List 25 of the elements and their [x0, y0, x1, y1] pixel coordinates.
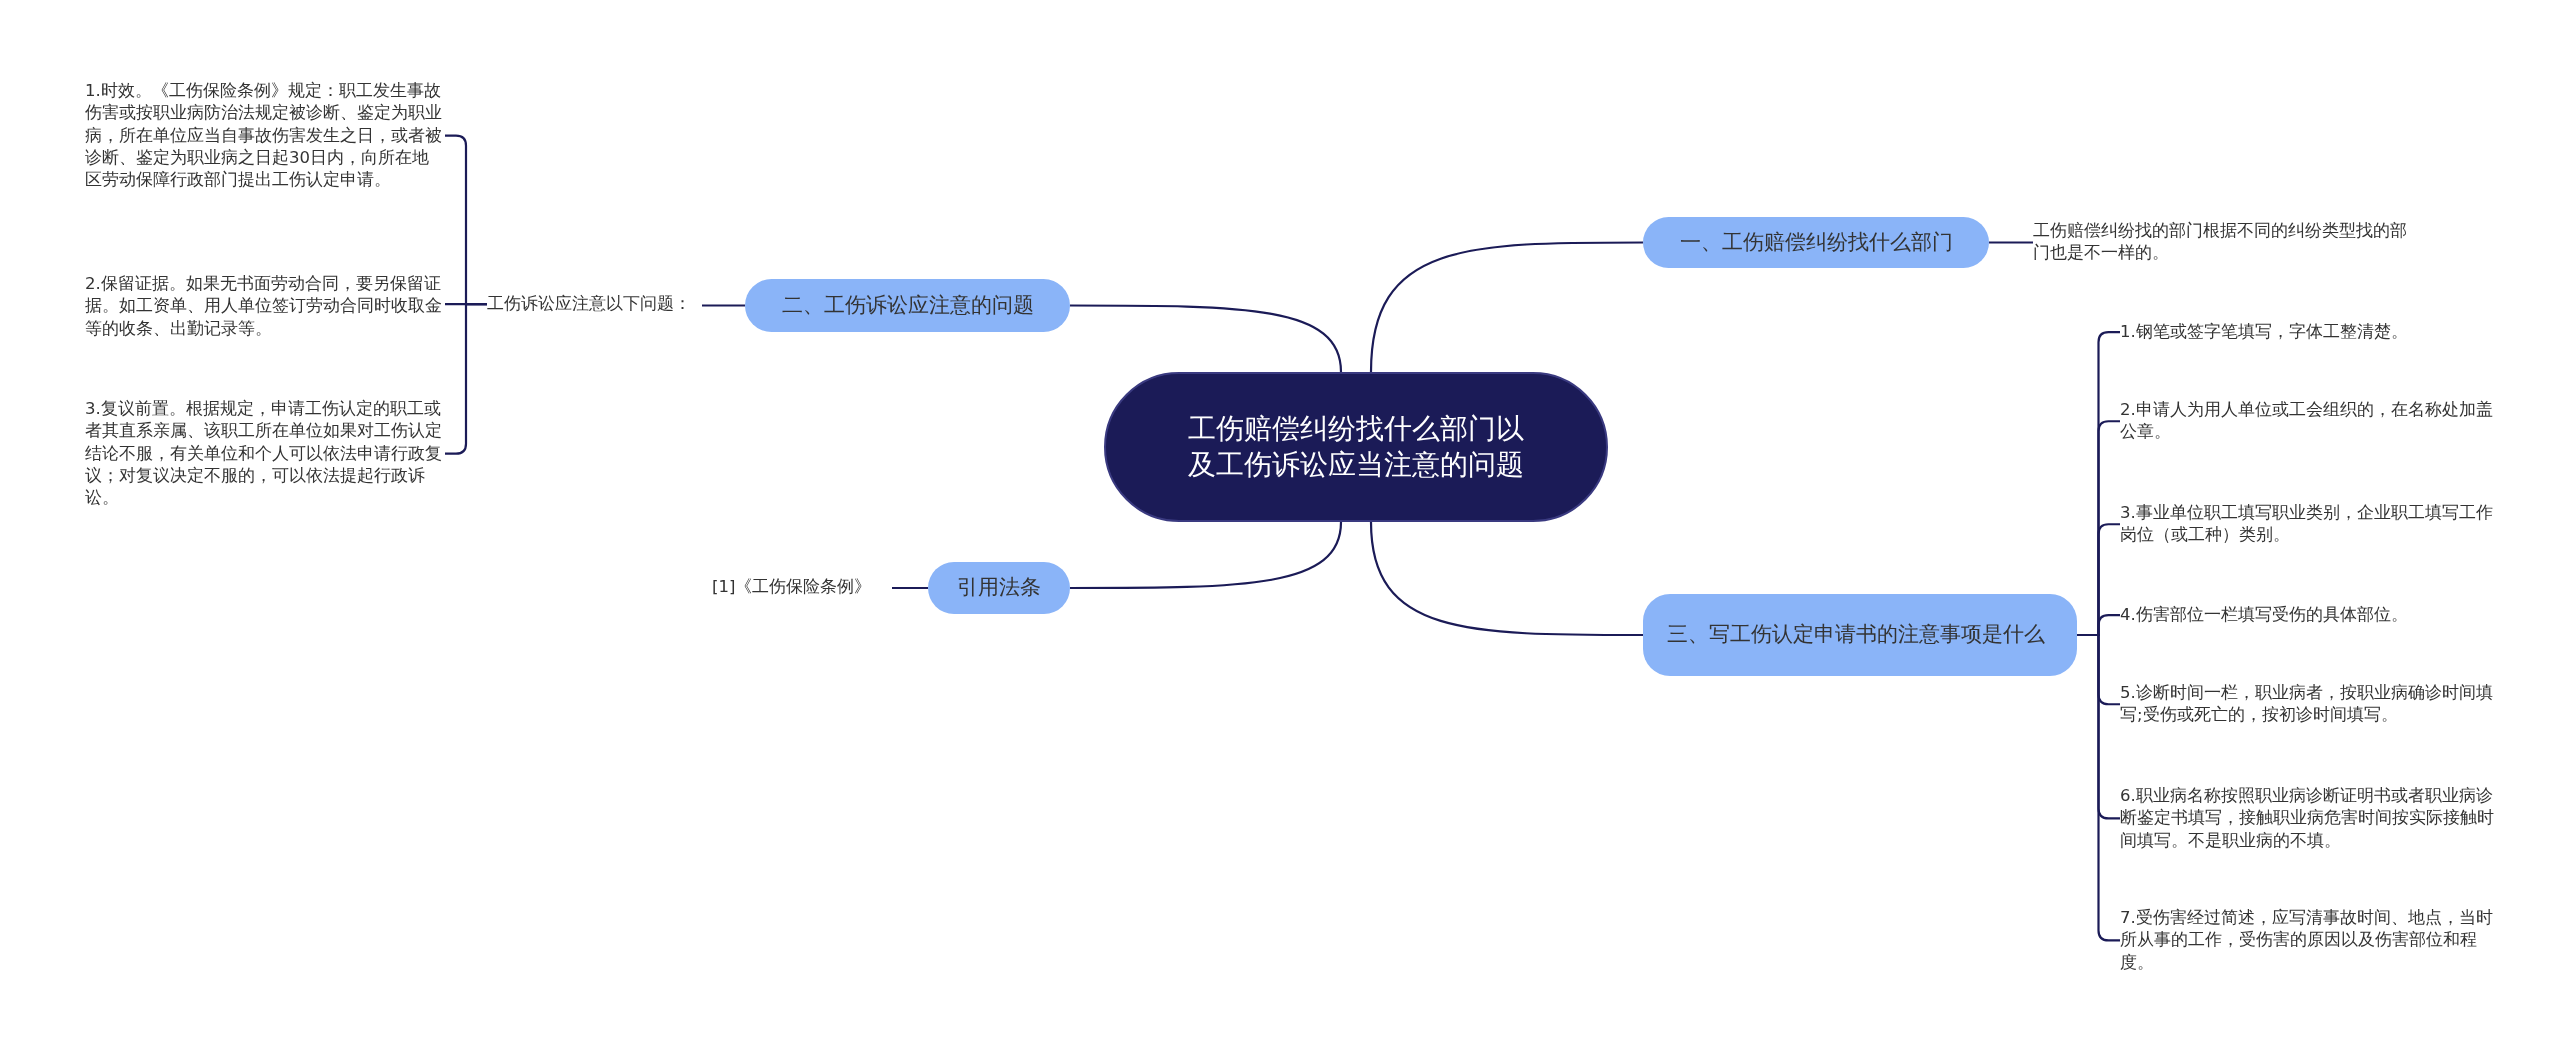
note-text: 工伤诉讼应注意以下问题：	[487, 293, 702, 316]
connector-line	[1989, 241, 2033, 244]
note-text: 工伤赔偿纠纷找的部门根据不同的纠纷类型找的部门也是不一样的。	[2033, 220, 2418, 265]
note-text: 4.伤害部位一栏填写受伤的具体部位。	[2120, 604, 2500, 627]
note-text: 2.保留证据。如果无书面劳动合同，要另保留证据。如工资单、用人单位签订劳动合同时收取金等的收条、出勤记录等。	[85, 273, 445, 340]
note-text: 6.职业病名称按照职业病诊断证明书或者职业病诊断鉴定书填写，接触职业病危害时间按实际接触时间填写。不是职业病的不填。	[2120, 785, 2500, 852]
central-topic: 工伤赔偿纠纷找什么部门以及工伤诉讼应当注意的问题	[1104, 372, 1608, 522]
note-text: 2.申请人为用人单位或工会组织的，在名称处加盖公章。	[2120, 399, 2500, 444]
connector-line	[702, 304, 745, 307]
connector-line	[1369, 241, 1643, 373]
connector-line	[1369, 521, 1643, 637]
note-text: 3.复议前置。根据规定，申请工伤认定的职工或者其直系亲属、该职工所在单位如果对工伤认定结论不服，有关单位和个人可以依法申请行政复议；对复议决定不服的，可以依法提起行政诉讼。	[85, 398, 445, 510]
topic-node: 三、写工伤认定申请书的注意事项是什么	[1643, 594, 2077, 676]
connector-line	[1070, 304, 1343, 373]
note-text: 1.钢笔或签字笔填写，字体工整清楚。	[2120, 321, 2500, 344]
note-text: [1]《工伤保险条例》	[712, 576, 892, 599]
note-text: 3.事业单位职工填写职业类别，企业职工填写工作岗位（或工种）类别。	[2120, 502, 2500, 547]
note-text: 1.时效。《工伤保险条例》规定：职工发生事故伤害或按职业病防治法规定被诊断、鉴定为职业病，所在单位应当自事故伤害发生之日，或者被诊断、鉴定为职业病之日起30日内，向所在地区劳动保障行政部门提出工伤认定申请。	[85, 80, 445, 192]
topic-node: 引用法条	[928, 562, 1070, 614]
note-text: 5.诊断时间一栏，职业病者，按职业病确诊时间填写;受伤或死亡的，按初诊时间填写。	[2120, 682, 2500, 727]
topic-node: 二、工伤诉讼应注意的问题	[745, 279, 1070, 332]
connector-line	[1070, 521, 1343, 590]
connector-line	[892, 586, 928, 590]
note-text: 7.受伤害经过简述，应写清事故时间、地点，当时所从事的工作，受伤害的原因以及伤害部位和程度。	[2120, 907, 2500, 974]
topic-node: 一、工伤赔偿纠纷找什么部门	[1643, 217, 1989, 268]
